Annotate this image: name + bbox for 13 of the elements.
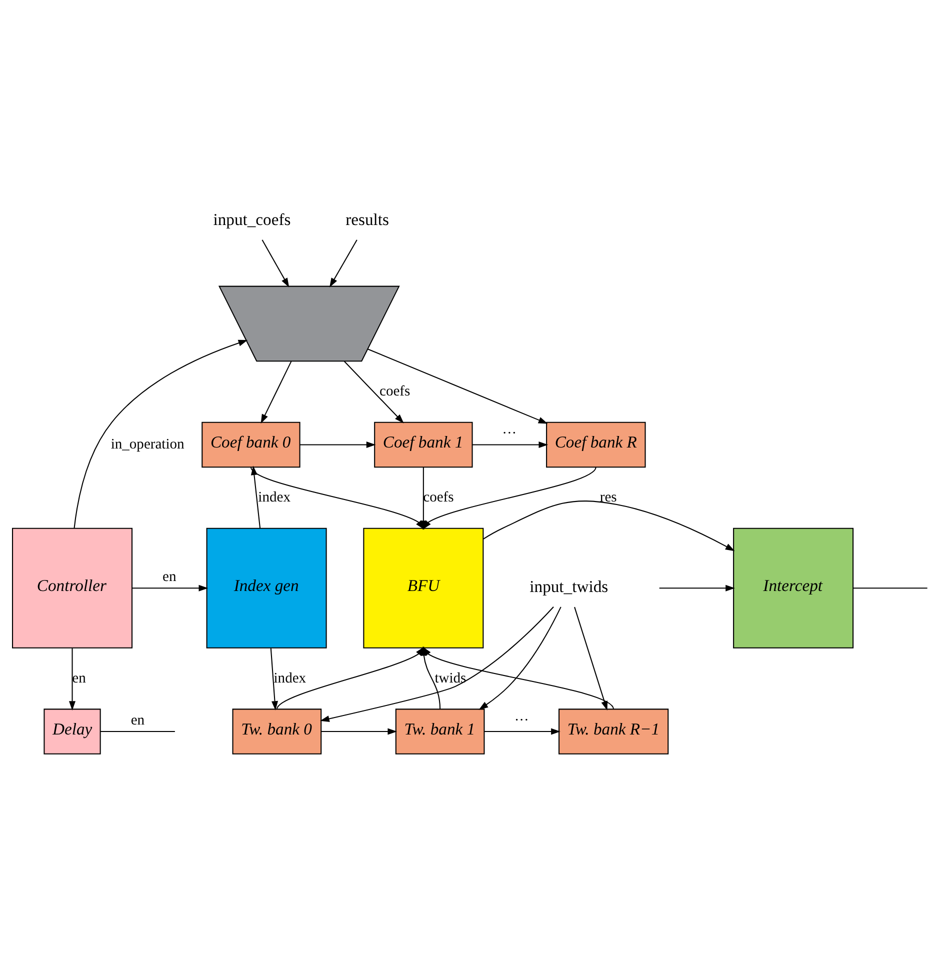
- edge-label: res: [600, 490, 617, 506]
- edge-label: ···: [514, 712, 529, 728]
- edge-label: ···: [502, 426, 517, 442]
- edge-label: in_operation: [110, 436, 184, 453]
- edge-label: coefs: [380, 384, 410, 400]
- node-text: results: [346, 210, 390, 229]
- edge-label: twids: [434, 670, 466, 686]
- node-text: input_twids: [530, 577, 608, 596]
- node-text: input_coefs: [213, 210, 291, 229]
- edge-label: en: [162, 569, 176, 586]
- edge-label: index: [258, 490, 290, 506]
- edge-label: index: [274, 670, 306, 686]
- edge-label: en: [130, 712, 145, 728]
